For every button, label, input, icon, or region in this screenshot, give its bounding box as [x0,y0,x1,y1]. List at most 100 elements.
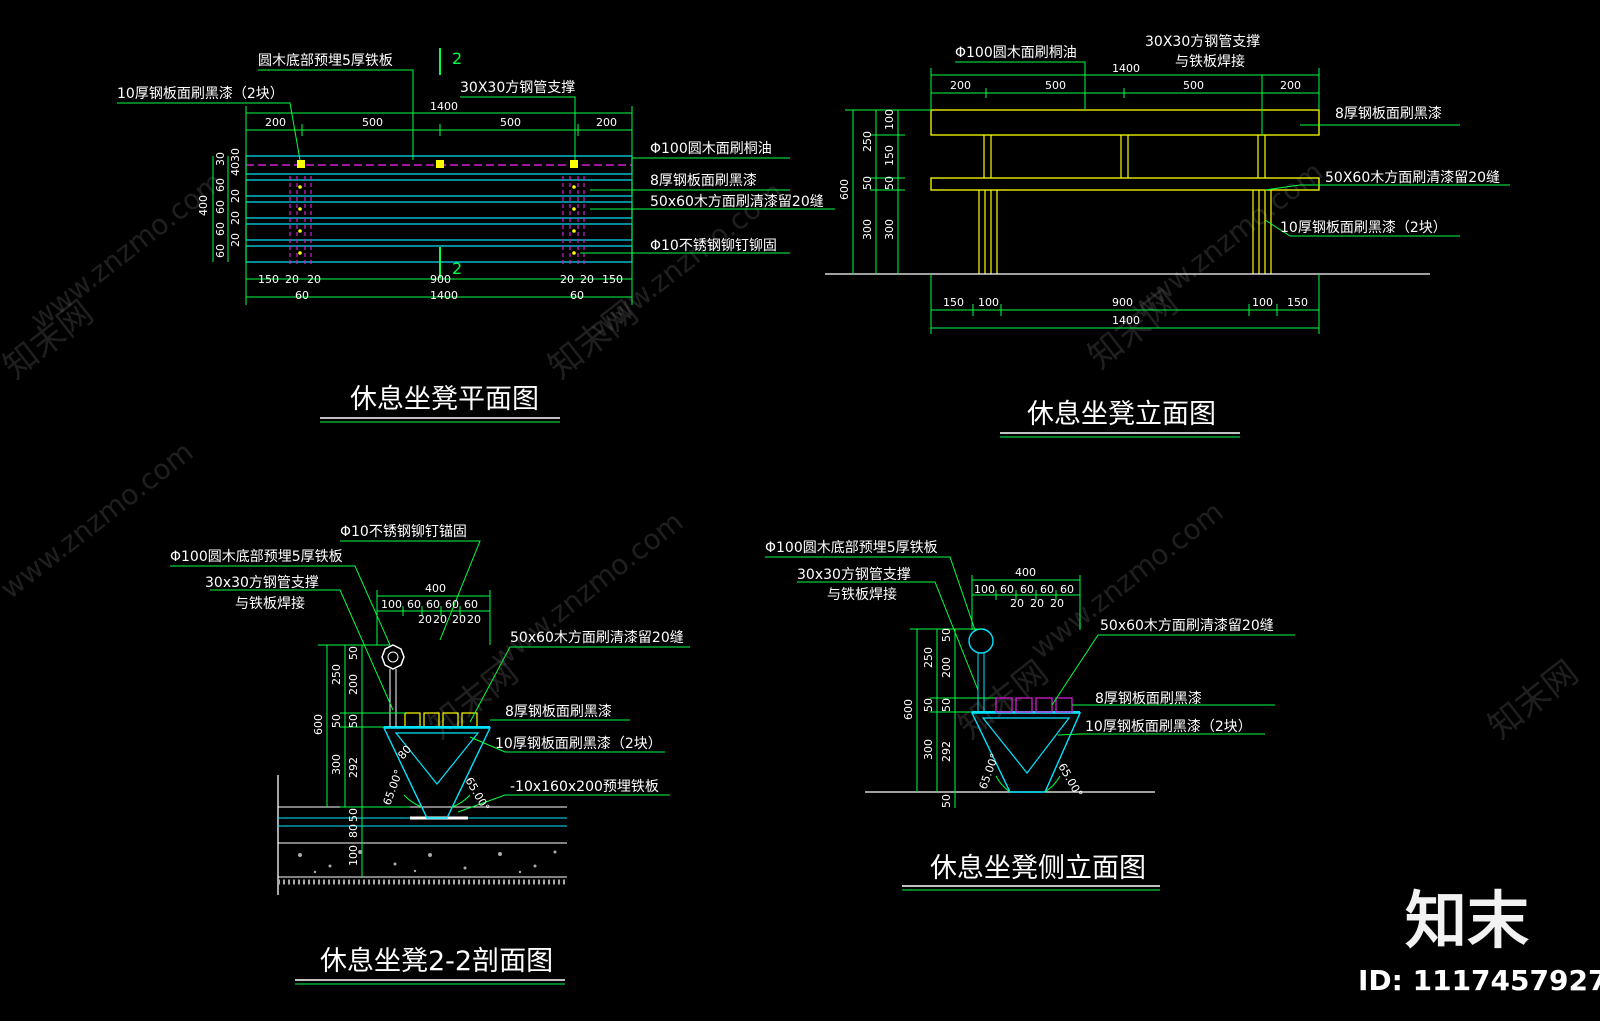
dim-text: 60 [214,200,227,214]
dim-text: 80 [347,824,360,838]
elevation-label: 30X30方钢管支撑 [1145,34,1260,50]
dim-text: 60 [295,289,309,302]
dim-text: 292 [940,741,953,762]
dim-text: 400 [425,582,446,595]
elevation-label: Φ100圆木面刷桐油 [955,45,1077,61]
dim-text: 20 [1050,597,1064,610]
dim-text: 20 [418,613,432,626]
dim-text: 400 [197,195,210,216]
dim-text: 100 [347,845,360,866]
brand-logo: 知末 [1405,884,1529,957]
brand-id: ID: 1117457927 [1358,964,1600,997]
dim-text: 1400 [1112,62,1140,75]
dim-text: 60 [407,598,421,611]
dim-text: 30 [214,152,227,166]
dim-text: 900 [430,273,451,286]
dim-text: 20 [452,613,466,626]
dim-text: 150 [1287,296,1308,309]
section-mark: 2 [452,259,462,278]
dim-text: 20 [1010,597,1024,610]
plan-label: 8厚钢板面刷黑漆 [650,173,757,189]
dim-text: 40 [229,162,242,176]
plan-label: Φ10不锈钢铆钉铆固 [650,238,777,254]
dim-text: 50 [922,698,935,712]
dim-text: 1400 [430,289,458,302]
dim-text: 600 [902,699,915,720]
dim-text: 20 [1030,597,1044,610]
dim-text: 50 [940,794,953,808]
dim-text: 20 [229,211,242,225]
dim-text: 400 [1015,566,1036,579]
elevation-label: 10厚钢板面刷黑漆（2块） [1280,220,1447,236]
elevation-label: 8厚钢板面刷黑漆 [1335,106,1442,122]
dim-text: 20 [560,273,574,286]
plan-view: 2 2 圆木底部预埋5厚铁板 10厚钢板面刷黑漆（2块） 30X30方钢管支撑 … [117,48,835,423]
dim-text: 60 [214,222,227,236]
section-label: 10厚钢板面刷黑漆（2块） [495,736,662,752]
dim-text: 20 [307,273,321,286]
dim-text: 250 [861,131,874,152]
dim-text: 60 [214,178,227,192]
dim-text: 60 [1000,583,1014,596]
dim-text: 50 [861,176,874,190]
dim-text: 100 [978,296,999,309]
dim-text: 300 [922,739,935,760]
dim-text: 50 [940,628,953,642]
dim-text: 50 [940,698,953,712]
dim-text: 300 [330,754,343,775]
dim-text: 250 [330,664,343,685]
dim-text: 60 [1020,583,1034,596]
dim-text: 60 [1040,583,1054,596]
dim-text: 60 [1060,583,1074,596]
dim-text: 1400 [1112,314,1140,327]
plan-label: 30X30方钢管支撑 [460,80,575,96]
dim-text: 200 [596,116,617,129]
side-label: 10厚钢板面刷黑漆（2块） [1085,719,1252,735]
dim-text: 500 [362,116,383,129]
dim-text: 150 [602,273,623,286]
side-label: 8厚钢板面刷黑漆 [1095,691,1202,707]
dim-text: 20 [433,613,447,626]
dim-text: 100 [1252,296,1273,309]
dim-text: 500 [500,116,521,129]
dim-text: 100 [974,583,995,596]
dim-text: 500 [1183,79,1204,92]
side-label: Φ100圆木底部预埋5厚铁板 [765,540,938,556]
section-label: Φ10不锈钢铆钉锚固 [340,524,467,540]
dim-text: 150 [258,273,279,286]
dim-text: 20 [580,273,594,286]
dim-text: 300 [861,219,874,240]
plan-title: 休息坐凳平面图 [350,384,539,415]
dim-text: 20 [229,189,242,203]
dim-text: 200 [1280,79,1301,92]
elevation-title: 休息坐凳立面图 [1027,399,1216,430]
side-view: Φ100圆木底部预埋5厚铁板 30x30方钢管支撑 与铁板焊接 50x60木方面… [765,540,1295,891]
plan-label: 圆木底部预埋5厚铁板 [258,53,393,69]
dim-text: 900 [1112,296,1133,309]
dim-text: 60 [445,598,459,611]
section-label: Φ100圆木底部预埋5厚铁板 [170,549,343,565]
dim-text: 200 [950,79,971,92]
side-label: 30x30方钢管支撑 [797,567,911,583]
dim-text: 200 [265,116,286,129]
side-label: 50x60木方面刷清漆留20缝 [1100,618,1274,634]
dim-text: 150 [943,296,964,309]
plan-label: 50x60木方面刷清漆留20缝 [650,194,824,210]
dim-text: 100 [381,598,402,611]
dim-text: 60 [464,598,478,611]
dim-text: 200 [347,674,360,695]
section-title: 休息坐凳2-2剖面图 [320,946,553,977]
dim-text: 150 [883,145,896,166]
dim-text: 300 [883,219,896,240]
dim-text: 200 [940,657,953,678]
dim-text: 60 [214,244,227,258]
dim-text: 50 [347,808,360,822]
side-label: 与铁板焊接 [827,586,897,603]
section-label: 与铁板焊接 [235,595,305,612]
section-mark: 2 [452,49,462,68]
elevation-view: Φ100圆木面刷桐油 30X30方钢管支撑 与铁板焊接 8厚钢板面刷黑漆 50X… [825,34,1510,438]
dim-text: 292 [347,757,360,778]
dim-text: 500 [1045,79,1066,92]
dim-text: 50 [347,646,360,660]
